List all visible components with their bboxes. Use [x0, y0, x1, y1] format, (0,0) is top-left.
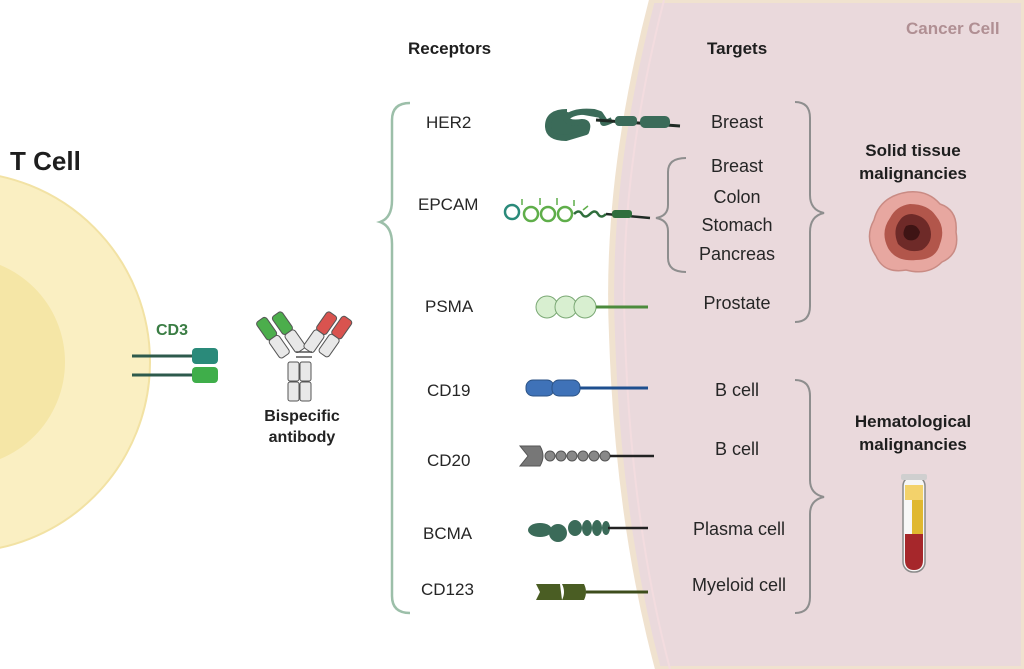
cancer-cell-membrane: [608, 0, 1024, 669]
cd123-receptor-icon: [536, 584, 648, 600]
target-label: Myeloid cell: [691, 575, 787, 595]
hematological-label: Hematological malignancies: [854, 412, 972, 454]
receptor-label: EPCAM: [418, 195, 479, 214]
t-cell: [0, 175, 151, 549]
receptor-label: CD20: [427, 451, 471, 470]
psma-receptor-icon: [535, 295, 648, 319]
cd3-label: CD3: [156, 322, 189, 339]
receptor-brace: [376, 101, 411, 615]
solid-tissue-label: Solid tissue malignancies: [859, 141, 967, 183]
cd3-receptor: [132, 348, 218, 383]
solid-brace: [794, 101, 825, 323]
blood-tube-icon: [901, 474, 927, 573]
target-label: B cell: [714, 439, 759, 459]
target-label: Prostate: [703, 293, 771, 313]
target-label: Pancreas: [698, 244, 776, 264]
target-label: B cell: [714, 380, 759, 400]
target-label: Colon: [713, 187, 761, 207]
epcam-targets-brace: [655, 157, 687, 273]
cd20-receptor-icon: [518, 445, 654, 467]
t-cell-label: T Cell: [10, 146, 81, 176]
tumor-icon: [868, 191, 958, 273]
cd19-receptor-icon: [525, 379, 648, 397]
antibody-icon: [256, 311, 353, 402]
receptor-label: CD19: [427, 381, 471, 400]
cancer-cell-label: Cancer Cell: [906, 19, 1000, 38]
target-label: Breast: [710, 156, 764, 176]
epcam-receptor-icon: [503, 198, 651, 223]
bcma-receptor-icon: [528, 520, 648, 542]
antibody-label: Bispecific antibody: [264, 408, 340, 446]
target-label: Stomach: [701, 215, 773, 235]
receptor-label: PSMA: [425, 297, 474, 316]
heme-brace: [794, 379, 825, 614]
her2-receptor-icon: [545, 108, 681, 141]
target-label: Plasma cell: [692, 519, 786, 539]
targets-header: Targets: [707, 39, 768, 58]
receptor-label: CD123: [421, 580, 474, 599]
receptor-label: HER2: [426, 113, 472, 132]
receptors-header: Receptors: [408, 39, 492, 58]
target-label: Breast: [710, 112, 764, 132]
receptor-label: BCMA: [423, 524, 473, 543]
